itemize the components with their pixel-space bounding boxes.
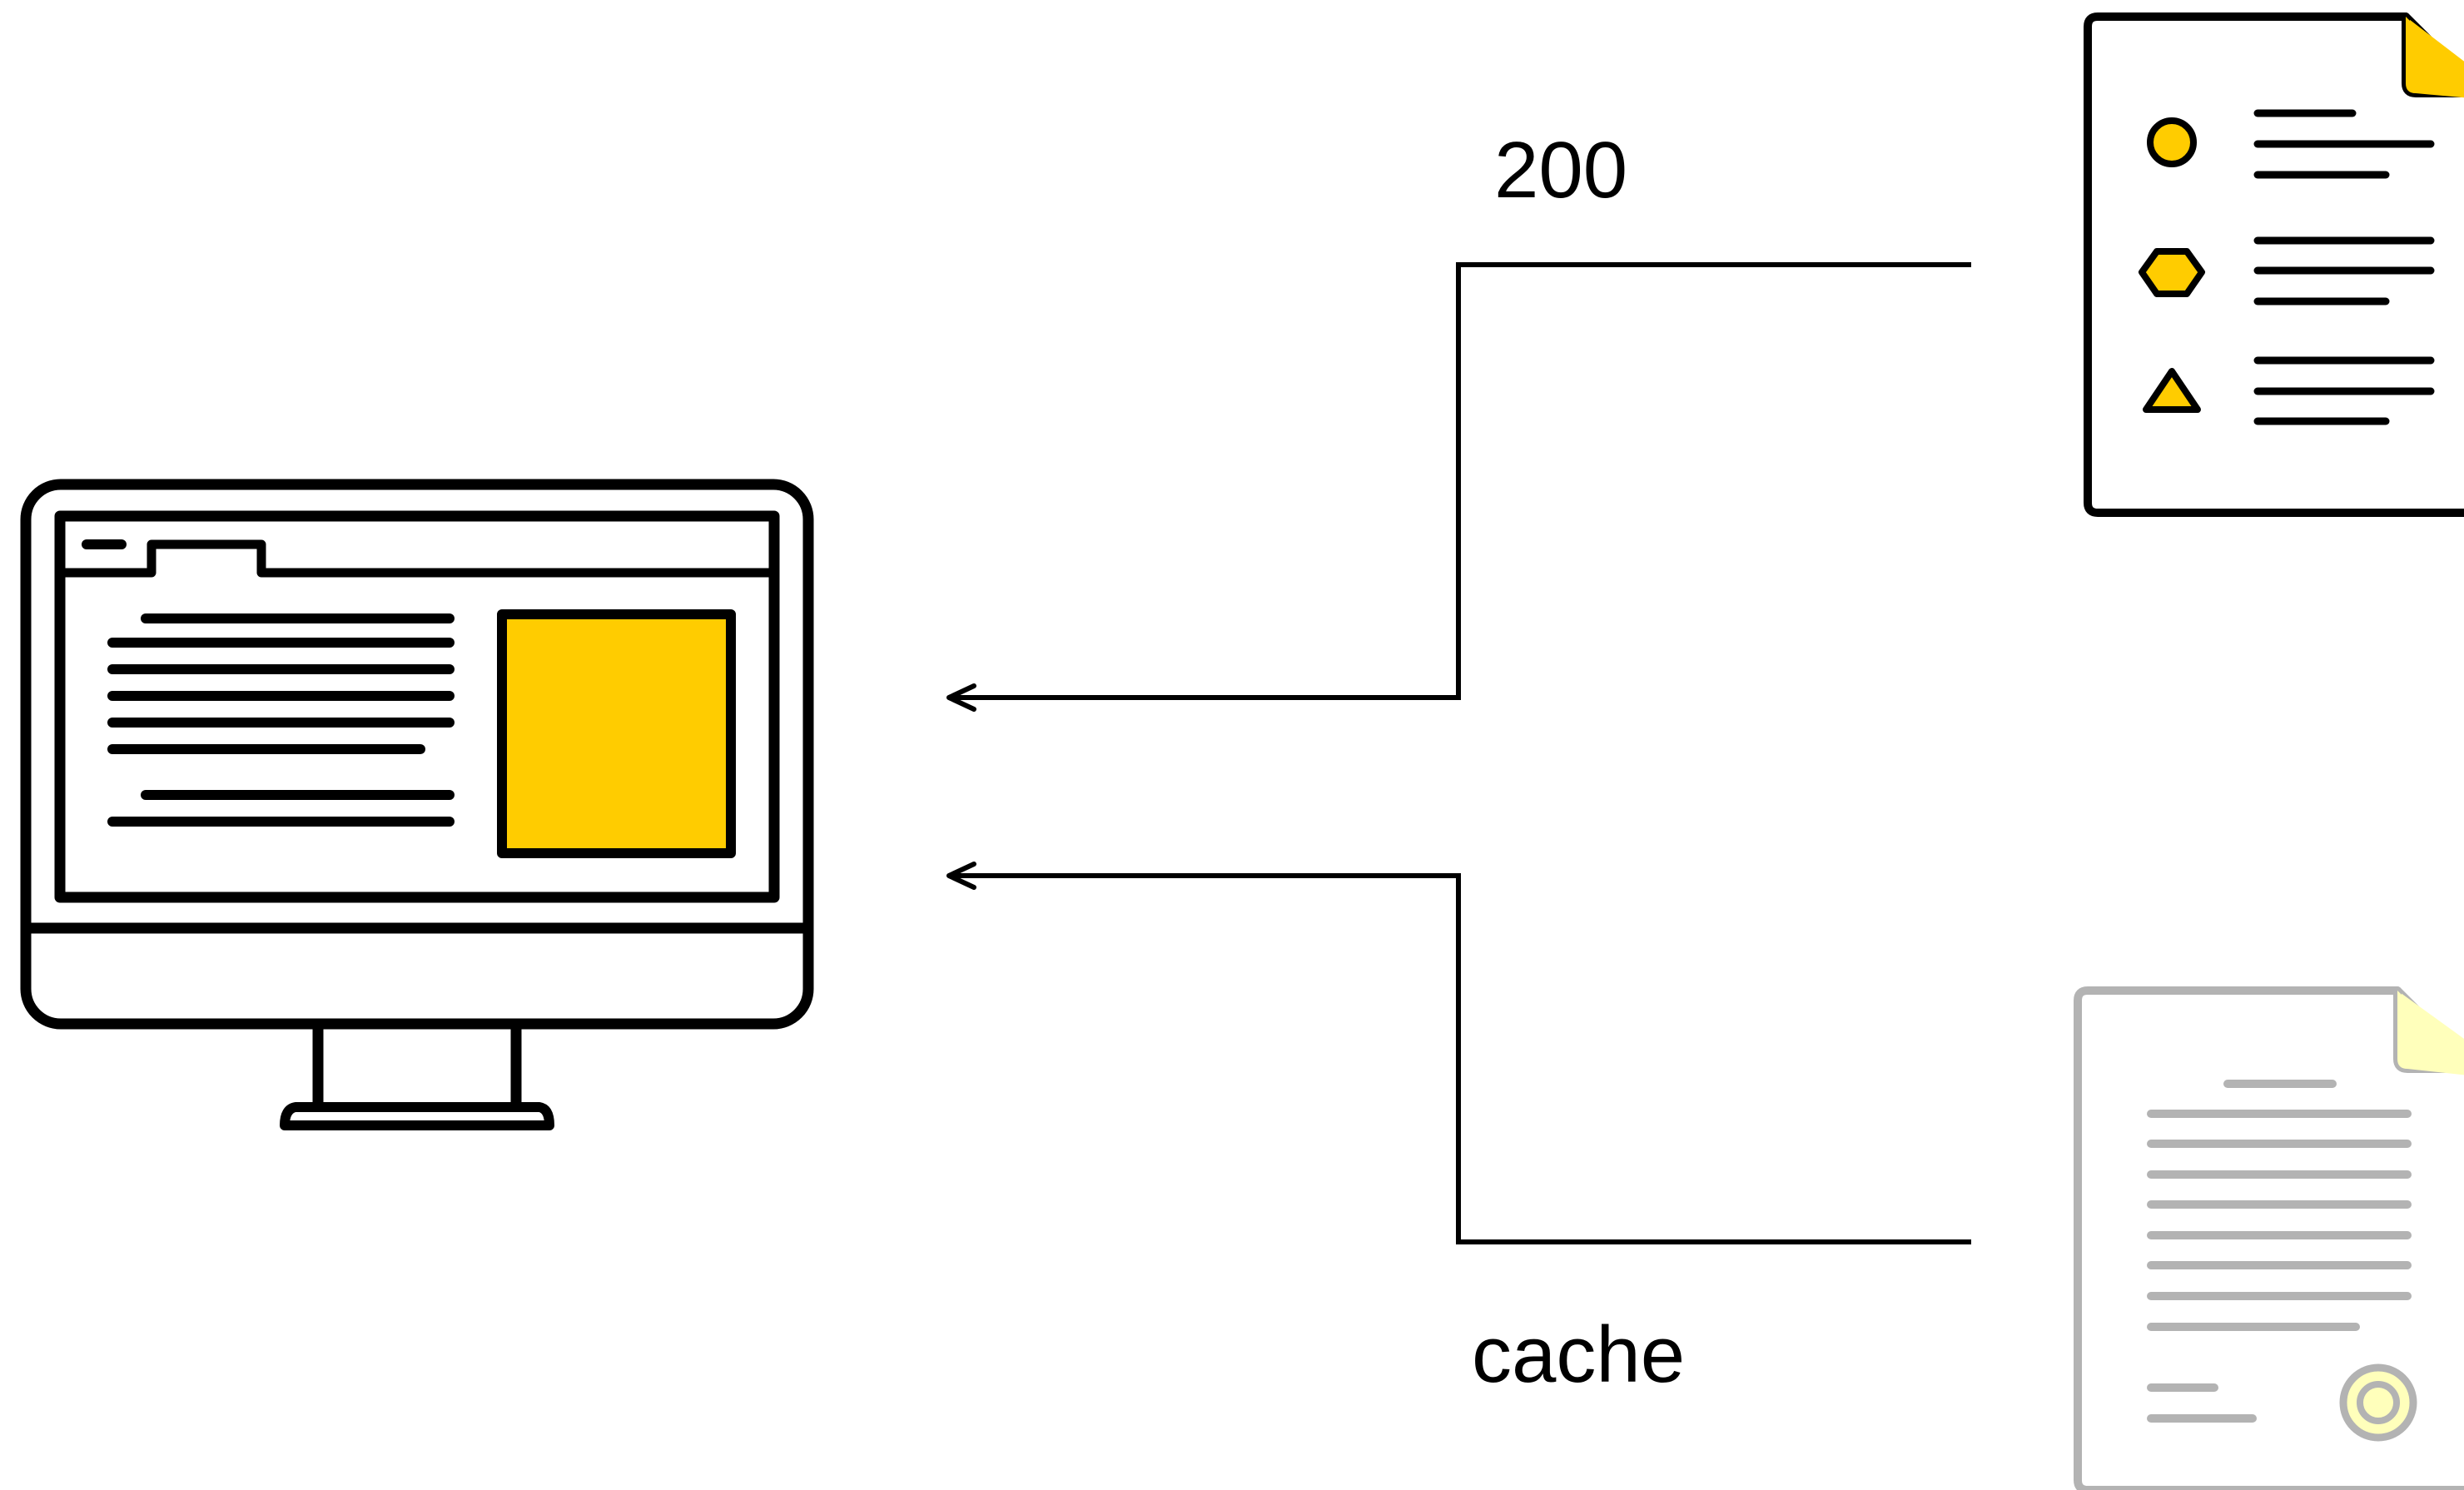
hexagon-bullet-icon	[2139, 248, 2205, 297]
connector-cache	[946, 862, 1971, 1244]
screen-image-block	[497, 609, 736, 858]
browser-tab-bar	[55, 539, 779, 578]
connector-response	[946, 262, 1971, 712]
certificate-document-icon	[2074, 986, 2464, 1490]
monitor-stand-base	[280, 1102, 554, 1130]
arrowhead-cache	[946, 862, 976, 890]
arrowhead-response	[946, 683, 976, 712]
document-list-icon	[2084, 12, 2464, 517]
monitor-icon	[20, 479, 814, 1130]
response-status-label: 200	[1494, 126, 1628, 215]
circle-bullet-icon	[2147, 117, 2197, 167]
triangle-bullet-icon	[2143, 368, 2201, 413]
cache-label: cache	[1472, 1310, 1686, 1399]
monitor-stand-neck	[312, 1018, 522, 1113]
screen-text-lines	[107, 613, 455, 827]
